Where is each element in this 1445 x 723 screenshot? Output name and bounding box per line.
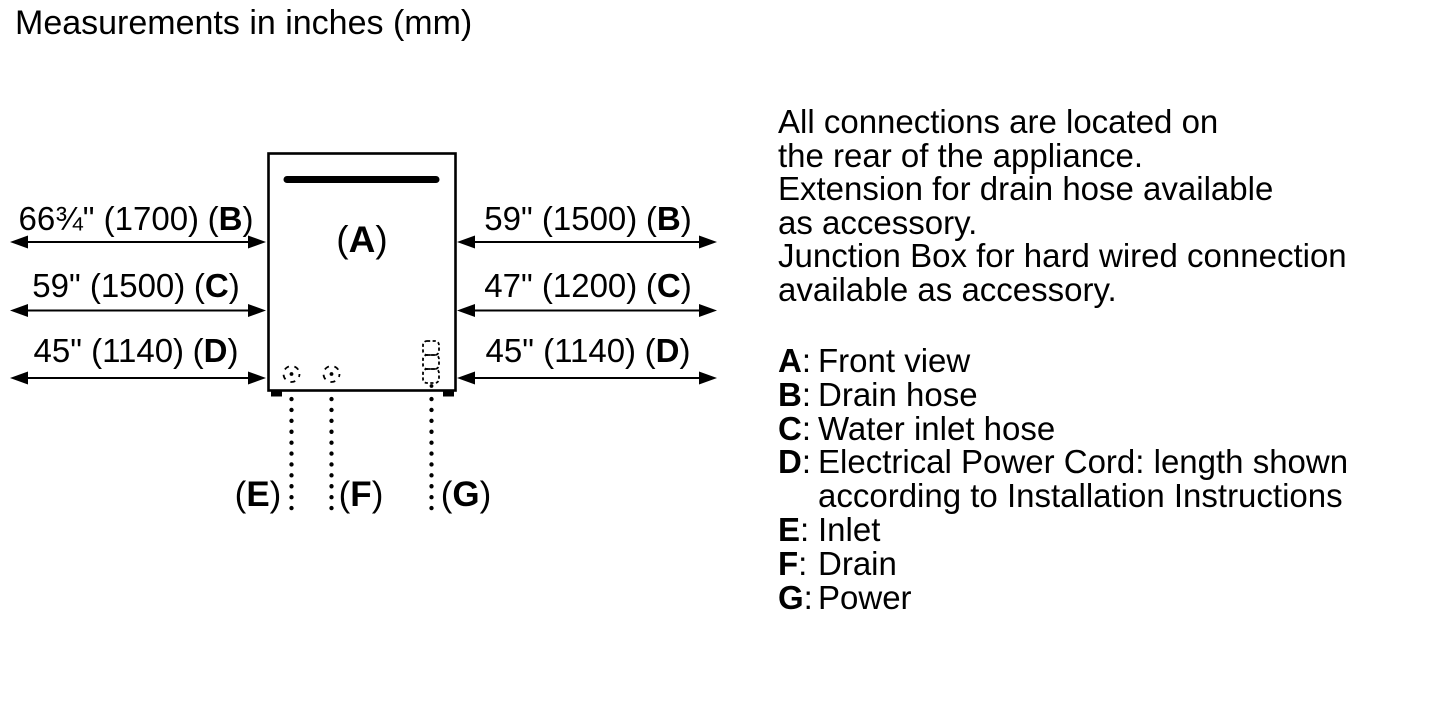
legend: A:Front view B:Drain hose C:Water inlet … bbox=[778, 344, 1348, 614]
legend-item-g: G:Power bbox=[778, 578, 912, 616]
drain-screw-icon bbox=[322, 365, 341, 383]
inlet-screw-icon bbox=[282, 365, 301, 383]
foot-right bbox=[443, 390, 454, 397]
power-label: (G) bbox=[440, 475, 492, 514]
drain-label: (F) bbox=[338, 475, 384, 514]
dim-label-left-d: 45" (1140)(D) bbox=[33, 332, 239, 369]
foot-left bbox=[271, 390, 282, 397]
dim-label-right-b: 59" (1500)(B) bbox=[484, 200, 692, 237]
dim-arrow-left-c bbox=[10, 304, 266, 317]
dim-label-left-b: 66¾" (1700)(B) bbox=[18, 200, 254, 237]
dim-arrow-right-d bbox=[457, 371, 717, 385]
legend-item-f: F:Drain bbox=[778, 544, 897, 582]
front-view-label: (A) bbox=[336, 219, 388, 260]
dim-label-right-d: 45" (1140)(D) bbox=[485, 332, 691, 369]
appliance-outline bbox=[267, 152, 457, 392]
legend-item-d: D:Electrical Power Cord: length shown ac… bbox=[778, 443, 1349, 515]
dim-arrow-left-d bbox=[10, 371, 266, 385]
dim-label-right-c: 47" (1200)(C) bbox=[484, 267, 692, 304]
legend-item-a: A:Front view bbox=[778, 342, 971, 379]
connection-notes: All connections are located on the rear … bbox=[778, 103, 1347, 308]
dim-label-left-c: 59" (1500)(C) bbox=[32, 267, 240, 304]
legend-item-b: B:Drain hose bbox=[778, 375, 978, 413]
power-cord-coil-icon bbox=[422, 340, 440, 388]
dim-arrow-left-b bbox=[10, 235, 266, 249]
page-title: Measurements in inches (mm) bbox=[15, 4, 473, 42]
legend-item-e: E:Inlet bbox=[778, 510, 881, 548]
dim-arrow-right-b bbox=[457, 235, 717, 249]
legend-item-c: C:Water inlet hose bbox=[778, 409, 1056, 447]
inlet-label: (E) bbox=[234, 475, 282, 514]
dim-arrow-right-c bbox=[457, 304, 717, 317]
